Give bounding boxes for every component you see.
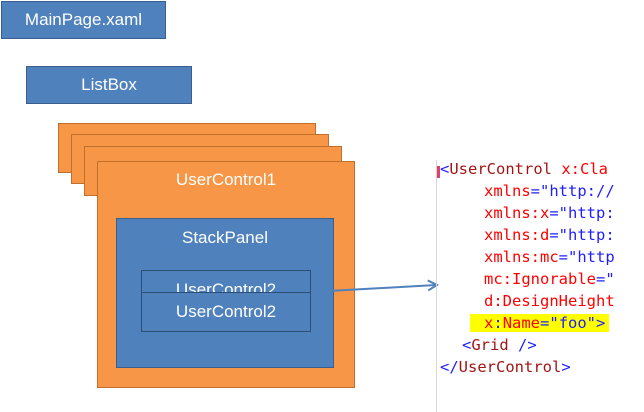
stackpanel-label: StackPanel (182, 228, 268, 247)
code-line-8: x:Name="foo"> (436, 312, 644, 334)
mainpage-box: MainPage.xaml (1, 1, 166, 39)
code-line-9: <Grid /> (462, 336, 537, 354)
code-line-6: mc:Ignorable=" (484, 270, 615, 288)
code-line-3: xmlns:x="http: (484, 204, 615, 222)
code-line-7: d:DesignHeight (484, 292, 615, 310)
code-gutter (436, 160, 441, 412)
listbox-label: ListBox (81, 75, 137, 94)
code-line-1: <UserControl x:Cla (440, 160, 609, 178)
usercontrol2-label-b: UserControl2 (175, 302, 277, 321)
code-line-5: xmlns:mc="http (484, 248, 615, 266)
listbox-box: ListBox (26, 66, 192, 104)
gutter-marker (437, 166, 440, 178)
usercontrol2-box-b: UserControl2 (141, 292, 311, 332)
usercontrol1-label: UserControl1 (175, 170, 277, 189)
code-line-4: xmlns:d="http: (484, 226, 615, 244)
mainpage-label: MainPage.xaml (24, 10, 143, 29)
xaml-code-listing: <UserControl x:Cla xmlns="http:// xmlns:… (436, 158, 644, 412)
code-line-10: </UserControl> (440, 358, 571, 376)
highlighted-name-attribute: x:Name="foo"> (470, 314, 610, 332)
code-line-2: xmlns="http:// (484, 182, 615, 200)
